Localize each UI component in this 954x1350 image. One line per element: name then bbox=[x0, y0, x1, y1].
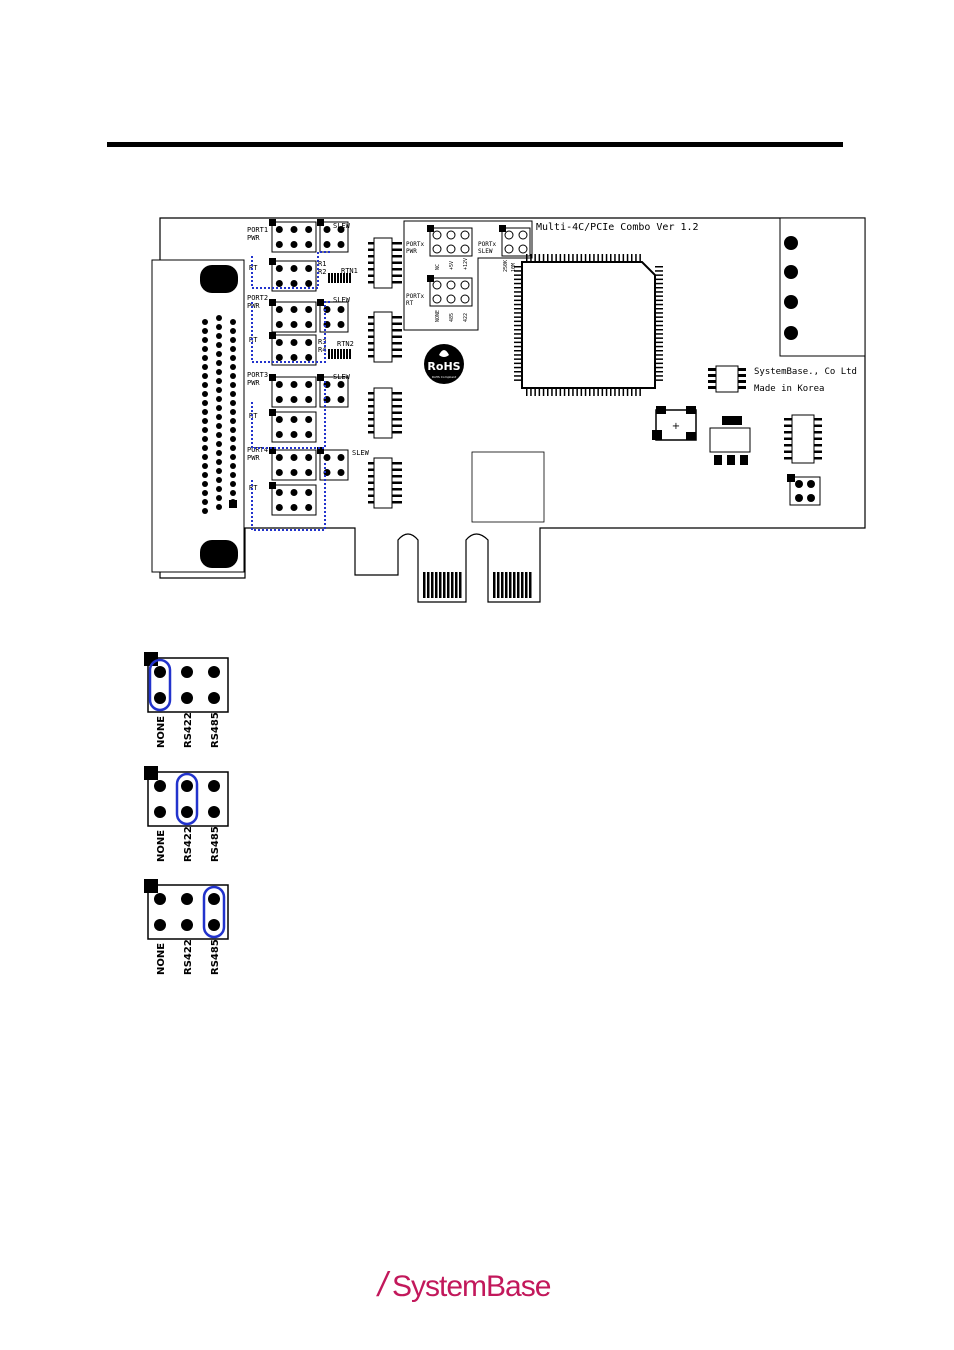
pcie-fingers bbox=[423, 572, 532, 598]
svg-text:RT: RT bbox=[249, 264, 258, 272]
label-rs422: RS422 bbox=[183, 826, 194, 862]
port4-label: PORT4 bbox=[247, 446, 268, 454]
svg-text:R4: R4 bbox=[318, 346, 326, 354]
label-rs422: RS422 bbox=[183, 712, 194, 748]
jumper-diagram-none: NONE RS422 RS485 bbox=[140, 648, 240, 758]
systembase-logo: / SystemBase bbox=[376, 1262, 556, 1306]
label-none: NONE bbox=[156, 943, 167, 975]
qfp-chip bbox=[514, 254, 663, 396]
jumper-diagram-rs422: NONE RS422 RS485 bbox=[140, 762, 240, 872]
origin-label: Made in Korea bbox=[754, 384, 824, 394]
port2-label: PORT2 bbox=[247, 294, 268, 302]
svg-text:SLEW: SLEW bbox=[333, 373, 351, 381]
highlight-dotted-areas bbox=[251, 251, 330, 531]
svg-text:RT: RT bbox=[249, 336, 258, 344]
label-rs422: RS422 bbox=[183, 939, 194, 975]
svg-text:SLEW: SLEW bbox=[352, 449, 370, 457]
rohs-logo bbox=[424, 344, 464, 384]
regulator bbox=[709, 427, 751, 453]
svg-text:PWR: PWR bbox=[247, 234, 260, 242]
svg-text:PWR: PWR bbox=[406, 248, 417, 255]
svg-text:PWR: PWR bbox=[247, 379, 260, 387]
svg-text:RTN2: RTN2 bbox=[337, 340, 354, 348]
svg-text:485: 485 bbox=[449, 313, 455, 322]
port1-label: PORT1 bbox=[247, 226, 268, 234]
bracket-hole bbox=[200, 265, 238, 293]
svg-text:+: + bbox=[672, 421, 680, 432]
svg-text:NONE: NONE bbox=[435, 310, 441, 322]
svg-text:PORTx: PORTx bbox=[406, 293, 424, 300]
svg-text:PWR: PWR bbox=[247, 302, 260, 310]
svg-text:PORTx: PORTx bbox=[478, 241, 496, 248]
jumper-diagram-rs485: NONE RS422 RS485 bbox=[140, 875, 240, 985]
selection-highlight bbox=[202, 885, 226, 939]
svg-text:R1: R1 bbox=[318, 260, 326, 268]
svg-text:RoHS Compliant: RoHS Compliant bbox=[432, 375, 457, 379]
svg-text:SLEW: SLEW bbox=[333, 222, 351, 230]
mounting-bracket bbox=[151, 259, 245, 573]
pcb-outline bbox=[159, 217, 866, 603]
bracket-hole bbox=[200, 540, 238, 568]
header-rule bbox=[107, 142, 843, 147]
db-connector-pins bbox=[202, 315, 236, 514]
svg-text:RT: RT bbox=[249, 412, 258, 420]
svg-text:RT: RT bbox=[406, 300, 414, 307]
svg-text:SLEW: SLEW bbox=[478, 248, 493, 255]
svg-text:SystemBase: SystemBase bbox=[392, 1270, 551, 1303]
port3-label: PORT3 bbox=[247, 371, 268, 379]
blank-footprint bbox=[471, 451, 545, 523]
svg-text:422: 422 bbox=[463, 313, 469, 322]
svg-text:250K: 250K bbox=[503, 260, 509, 272]
label-none: NONE bbox=[156, 716, 167, 748]
pcb-diagram: PORT1 PWR PORT2 PWR PORT3 PWR PORT4 PWR … bbox=[151, 217, 866, 603]
label-rs485: RS485 bbox=[210, 939, 221, 975]
svg-text:/: / bbox=[376, 1266, 391, 1304]
svg-text:SLEW: SLEW bbox=[333, 296, 351, 304]
svg-text:R2: R2 bbox=[318, 268, 326, 276]
svg-text:PWR: PWR bbox=[247, 454, 260, 462]
label-rs485: RS485 bbox=[210, 826, 221, 862]
svg-text:RT: RT bbox=[249, 484, 258, 492]
svg-text:PORTx: PORTx bbox=[406, 241, 424, 248]
label-none: NONE bbox=[156, 830, 167, 862]
board-title: Multi-4C/PCIe Combo Ver 1.2 bbox=[536, 222, 699, 233]
transceiver-chips bbox=[368, 237, 402, 509]
svg-text:RoHS: RoHS bbox=[427, 360, 460, 373]
selection-highlight bbox=[148, 658, 172, 712]
svg-text:RTN1: RTN1 bbox=[341, 267, 358, 275]
label-rs485: RS485 bbox=[210, 712, 221, 748]
selection-highlight bbox=[175, 772, 199, 826]
svg-text:+12V: +12V bbox=[463, 258, 469, 270]
svg-text:R3: R3 bbox=[318, 338, 326, 346]
maker-label: SystemBase., Co Ltd bbox=[754, 367, 857, 377]
svg-text:+5V: +5V bbox=[449, 261, 455, 270]
svg-text:NC: NC bbox=[435, 264, 441, 270]
